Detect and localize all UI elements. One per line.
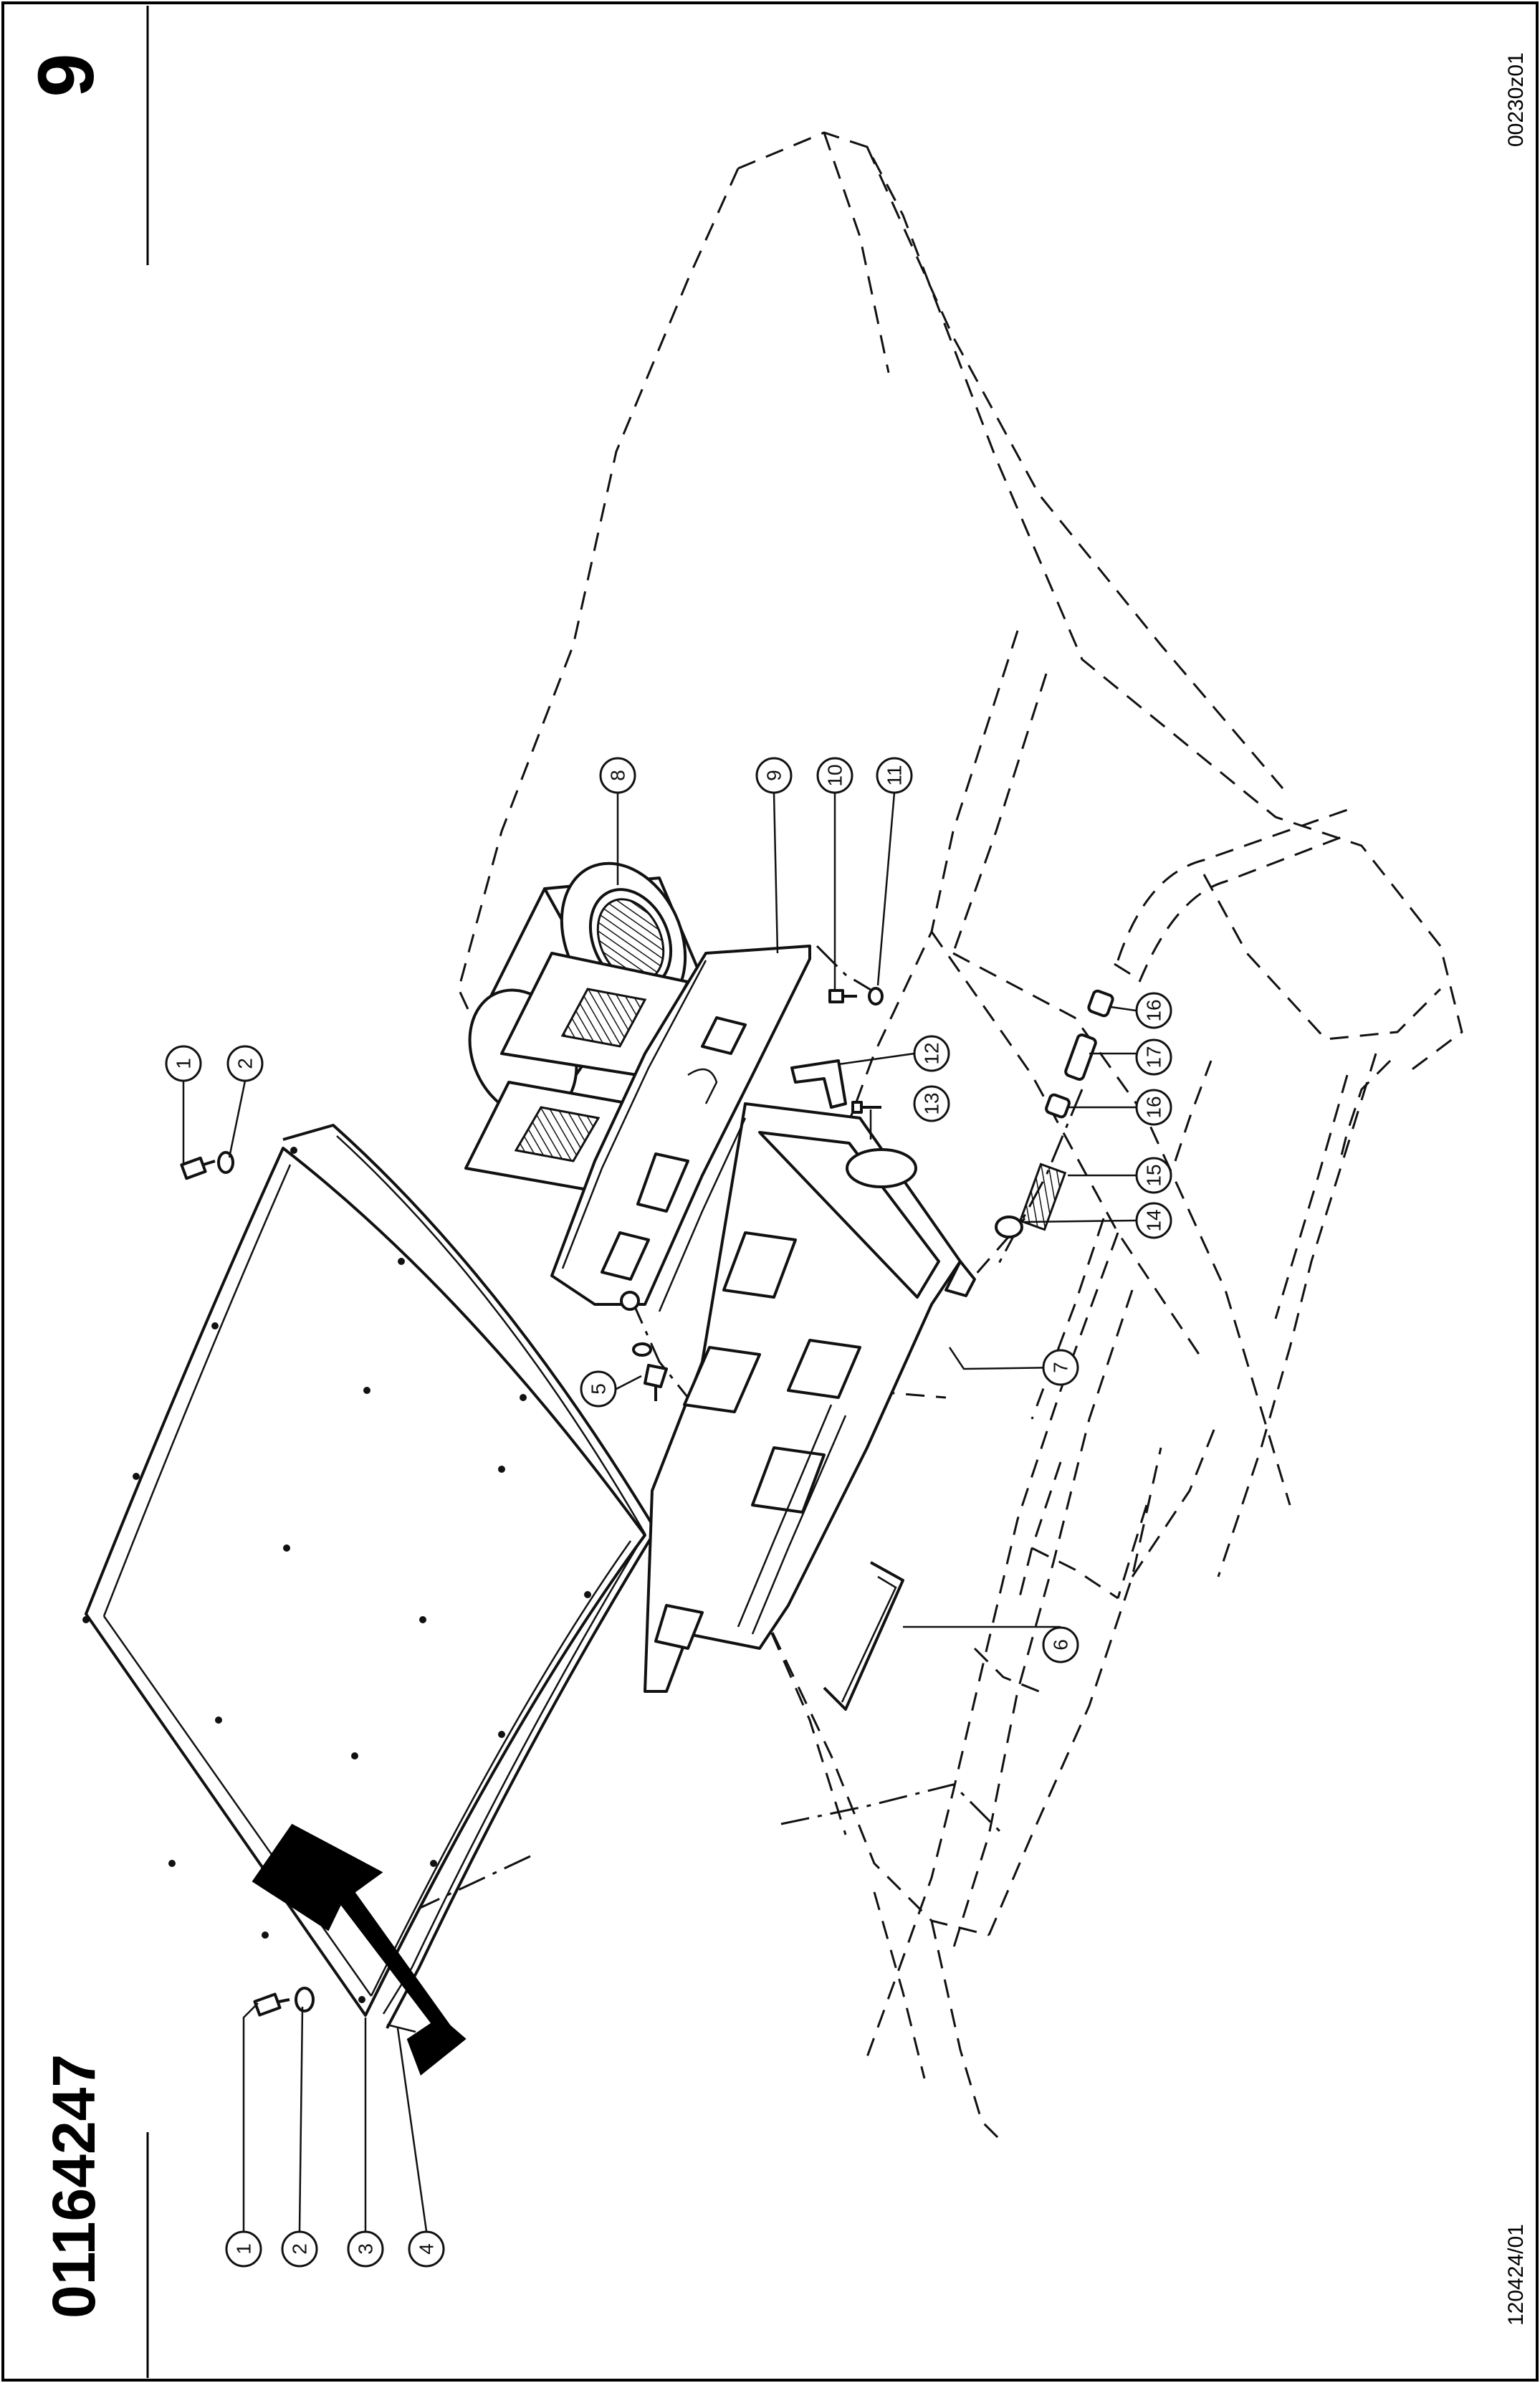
svg-text:1: 1 [233,2243,255,2255]
svg-text:12: 12 [921,1042,943,1064]
hose-15 [1018,1162,1067,1231]
callout-2-top: 2 [226,1045,264,1082]
svg-text:16: 16 [1143,1096,1165,1118]
callout-11: 11 [876,757,913,794]
callout-8: 8 [599,757,636,794]
bracket-12 [790,1059,847,1109]
screw-13 [851,1101,881,1114]
fastener-top [180,1151,234,1180]
blower-unit [464,861,711,1191]
callout-4: 4 [408,2230,445,2268]
callout-2-bottom: 2 [281,2230,318,2268]
svg-text:2: 2 [289,2243,311,2255]
page-number: 9 [22,53,110,97]
callout-10: 10 [816,757,853,794]
clamp-16-lower [1045,1093,1071,1119]
svg-text:11: 11 [884,765,906,785]
part-number: 01164247 [40,2054,107,2318]
svg-text:8: 8 [607,770,629,781]
arrow-icon [252,1823,467,2076]
clamp-16-upper [1087,989,1114,1018]
svg-text:16: 16 [1143,999,1165,1021]
callout-12: 12 [913,1035,950,1072]
hose-14 [995,1216,1023,1238]
fastener-bottom [253,1987,315,2017]
coolant-pipe-dashed [1114,808,1348,983]
callout-16-lower: 16 [1135,1089,1172,1126]
heater-housing [644,1102,976,1693]
svg-text:1: 1 [173,1058,195,1069]
nipple-17 [1064,1033,1097,1081]
svg-text:15: 15 [1143,1164,1165,1186]
svg-text:9: 9 [763,770,785,781]
callout-3: 3 [347,2230,384,2268]
callout-16-upper: 16 [1135,992,1172,1029]
drawing-code-top: 00230z01 [1504,52,1528,147]
mounting-plate [550,945,811,1311]
callout-6: 6 [1042,1626,1079,1663]
callout-13: 13 [913,1085,950,1122]
roof-panel [82,1147,646,2017]
svg-text:4: 4 [416,2243,438,2255]
callout-17: 17 [1135,1038,1172,1076]
svg-text:10: 10 [824,764,846,786]
callout-9: 9 [755,757,793,794]
svg-text:13: 13 [921,1092,943,1114]
svg-text:7: 7 [1050,1362,1072,1373]
callout-7: 7 [1042,1349,1079,1386]
callout-1-top: 1 [165,1045,202,1082]
callout-15: 15 [1135,1157,1172,1194]
callout-1-bottom: 1 [225,2230,262,2268]
svg-text:17: 17 [1143,1046,1165,1068]
svg-text:6: 6 [1050,1639,1072,1651]
svg-text:5: 5 [588,1383,610,1395]
screw-5 [632,1342,668,1401]
svg-text:14: 14 [1143,1209,1165,1231]
svg-text:3: 3 [355,2243,377,2255]
callout-5: 5 [580,1370,617,1408]
svg-text:2: 2 [234,1058,257,1069]
drawing-code-bottom: 120424/01 [1504,2224,1528,2326]
bolt-10 [828,989,857,1003]
callout-14: 14 [1135,1202,1172,1239]
housing-seal [823,1561,904,1711]
leader-lines [182,792,1137,2232]
washer-11 [868,987,884,1006]
